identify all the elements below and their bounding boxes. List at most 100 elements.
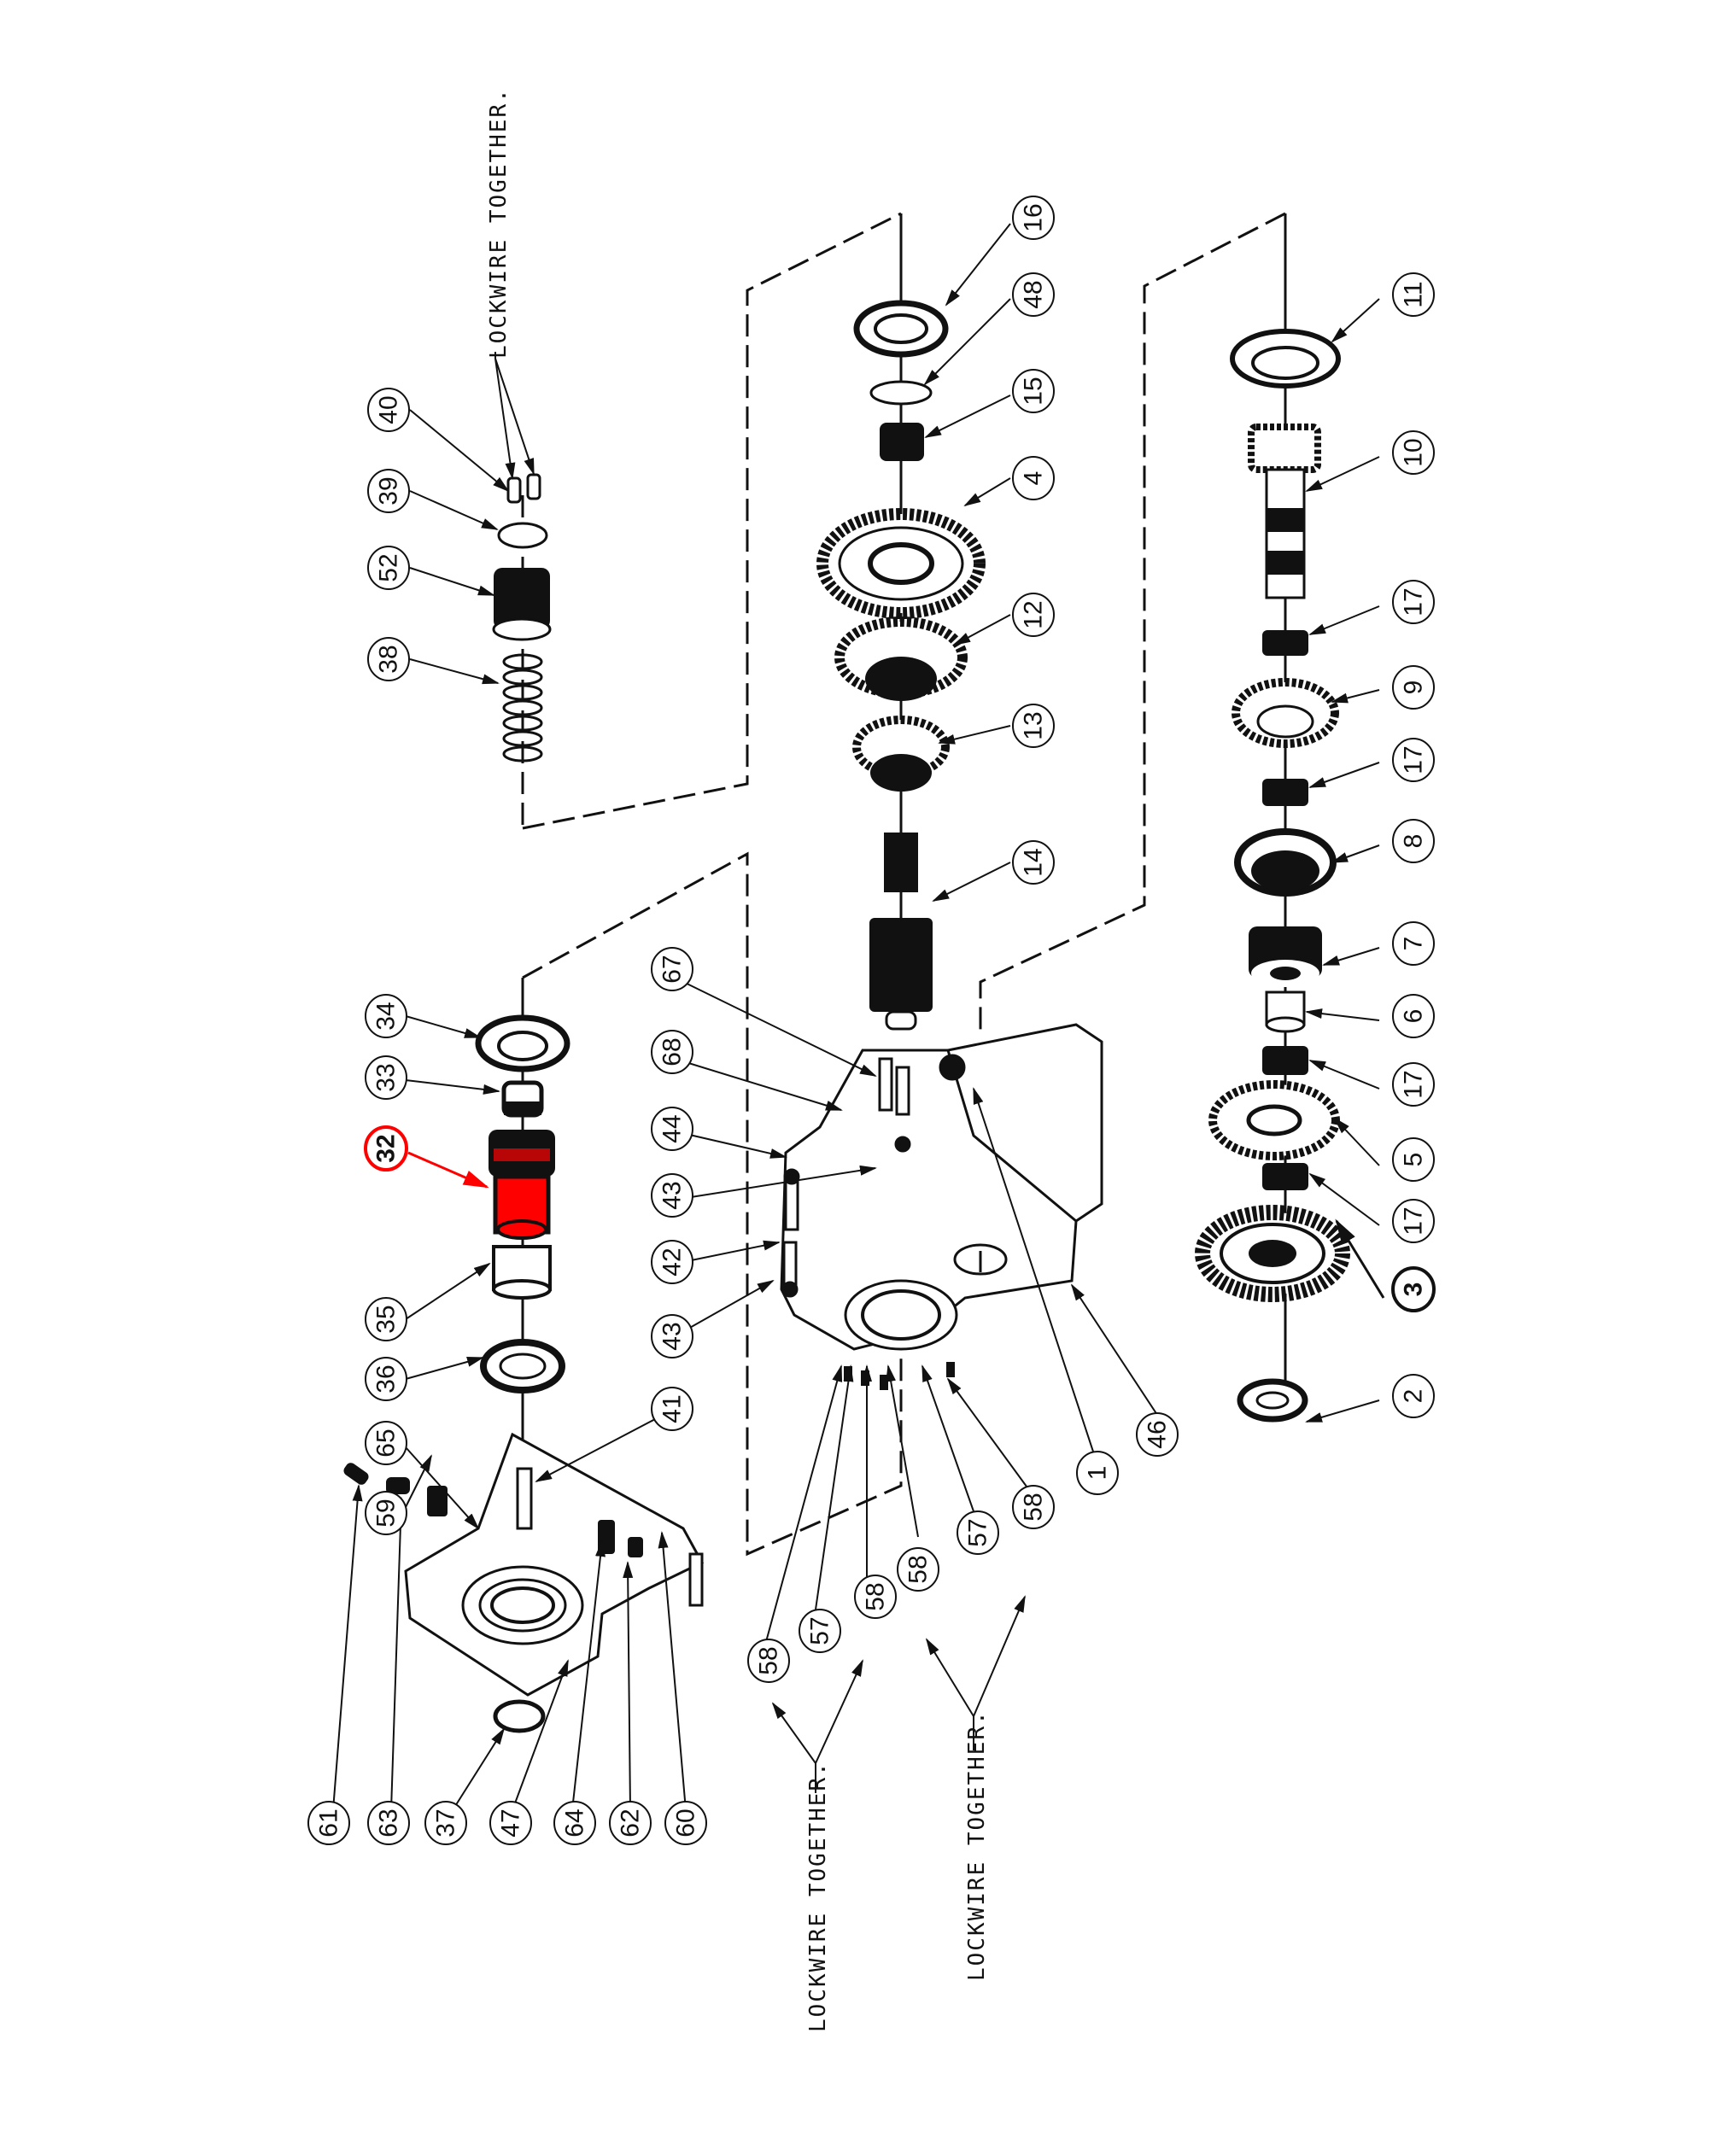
balloon-48[interactable]: 48 [1012, 272, 1055, 317]
balloon-7[interactable]: 7 [1392, 921, 1435, 966]
balloon-label: 62 [617, 1808, 645, 1837]
balloon-62[interactable]: 62 [609, 1801, 652, 1845]
balloon-circle [1392, 994, 1435, 1038]
part-14-shaft [869, 833, 933, 1031]
balloon-label: 8 [1400, 834, 1428, 849]
balloon-circle [1392, 665, 1435, 710]
balloon-14[interactable]: 14 [1012, 840, 1055, 885]
balloon-61[interactable]: 61 [307, 1801, 350, 1845]
part-10-shaft [1248, 424, 1321, 599]
part-5-gear [1208, 1080, 1340, 1160]
right-shaft-assembly [1195, 329, 1350, 1423]
balloon-5[interactable]: 5 [1392, 1137, 1435, 1182]
balloon-6[interactable]: 6 [1392, 994, 1435, 1038]
lockwire-screws [844, 1362, 955, 1390]
balloon-57[interactable]: 57 [957, 1510, 999, 1555]
balloon-58[interactable]: 58 [1012, 1485, 1055, 1529]
balloon-17[interactable]: 17 [1392, 1199, 1435, 1243]
balloon-58[interactable]: 58 [897, 1547, 939, 1592]
balloon-37[interactable]: 37 [424, 1801, 467, 1845]
lockwire-note-top: LOCKWIRE TOGETHER. [486, 87, 512, 359]
balloon-63[interactable]: 63 [367, 1801, 410, 1845]
balloon-circle [1392, 738, 1435, 782]
balloon-15[interactable]: 15 [1012, 369, 1055, 413]
balloon-circle [651, 1107, 693, 1151]
balloon-label: 13 [1020, 711, 1048, 739]
balloon-52[interactable]: 52 [367, 546, 410, 590]
balloon-11[interactable]: 11 [1392, 272, 1435, 317]
balloon-58[interactable]: 58 [854, 1575, 897, 1619]
balloon-10[interactable]: 10 [1392, 430, 1435, 475]
balloon-label: 52 [375, 553, 403, 581]
balloon-32[interactable]: 32 [364, 1125, 408, 1171]
balloon-circle [1392, 580, 1435, 624]
balloon-circle [367, 1801, 410, 1845]
balloon-1[interactable]: 1 [1076, 1451, 1119, 1495]
part-11-bearing [1230, 329, 1341, 389]
balloon-64[interactable]: 64 [553, 1801, 596, 1845]
part-39-washer [497, 522, 548, 549]
balloon-label: 17 [1400, 1070, 1428, 1098]
balloon-circle [854, 1575, 897, 1619]
balloon-3[interactable]: 3 [1391, 1266, 1436, 1312]
balloon-42[interactable]: 42 [651, 1240, 693, 1284]
lockwire-note-bottom-right: LOCKWIRE TOGETHER. [964, 1709, 990, 1981]
balloon-17[interactable]: 17 [1392, 1062, 1435, 1107]
balloon-label: 44 [658, 1114, 687, 1142]
balloon-39[interactable]: 39 [367, 469, 410, 513]
balloon-43[interactable]: 43 [651, 1173, 693, 1218]
balloon-label: 40 [375, 395, 403, 424]
balloon-circle [664, 1801, 707, 1845]
balloon-circle [651, 1173, 693, 1218]
balloon-36[interactable]: 36 [365, 1357, 407, 1401]
part-32-highlighted[interactable] [489, 1130, 555, 1240]
balloon-label: 34 [372, 1002, 401, 1030]
balloon-circle [365, 1297, 407, 1341]
balloon-label: 33 [372, 1063, 401, 1091]
balloon-67[interactable]: 67 [651, 947, 693, 991]
balloon-43[interactable]: 43 [651, 1314, 693, 1358]
balloon-65[interactable]: 65 [365, 1421, 407, 1465]
balloon-17[interactable]: 17 [1392, 580, 1435, 624]
balloon-34[interactable]: 34 [365, 994, 407, 1038]
balloon-17[interactable]: 17 [1392, 738, 1435, 782]
balloon-60[interactable]: 60 [664, 1801, 707, 1845]
balloon-8[interactable]: 8 [1392, 819, 1435, 863]
balloon-circle [799, 1609, 841, 1653]
balloon-label: 58 [862, 1582, 890, 1610]
leader-line-32 [407, 1151, 489, 1189]
part-17-bearing-a [1262, 630, 1308, 656]
balloon-circle [367, 469, 410, 513]
part-13-synchro [852, 716, 950, 792]
balloon-58[interactable]: 58 [747, 1639, 790, 1683]
balloon-4[interactable]: 4 [1012, 456, 1055, 500]
balloon-label: 17 [1400, 587, 1428, 616]
balloon-2[interactable]: 2 [1392, 1374, 1435, 1418]
balloon-46[interactable]: 46 [1136, 1412, 1179, 1457]
balloon-circle [1392, 272, 1435, 317]
balloon-35[interactable]: 35 [365, 1297, 407, 1341]
lockwire-leaders [494, 358, 1026, 1764]
balloon-33[interactable]: 33 [365, 1055, 407, 1100]
lockwire-note-bottom-left: LOCKWIRE TOGETHER. [805, 1761, 831, 2032]
balloon-38[interactable]: 38 [367, 637, 410, 681]
balloon-13[interactable]: 13 [1012, 704, 1055, 748]
balloon-59[interactable]: 59 [365, 1491, 407, 1535]
balloon-68[interactable]: 68 [651, 1030, 693, 1074]
balloon-40[interactable]: 40 [367, 388, 410, 432]
part-8-synchro [1234, 828, 1337, 897]
balloon-label: 14 [1020, 848, 1048, 876]
balloon-57[interactable]: 57 [799, 1609, 841, 1653]
balloon-9[interactable]: 9 [1392, 665, 1435, 710]
balloon-circle [365, 1055, 407, 1100]
balloon-44[interactable]: 44 [651, 1107, 693, 1151]
balloon-label: 2 [1400, 1389, 1428, 1404]
balloon-circle [651, 1240, 693, 1284]
balloon-label: 15 [1020, 377, 1048, 405]
balloon-circle [1136, 1412, 1179, 1457]
balloon-47[interactable]: 47 [489, 1801, 532, 1845]
balloon-16[interactable]: 16 [1012, 196, 1055, 240]
balloon-41[interactable]: 41 [651, 1387, 693, 1431]
balloon-circle [1392, 430, 1435, 475]
balloon-12[interactable]: 12 [1012, 593, 1055, 637]
